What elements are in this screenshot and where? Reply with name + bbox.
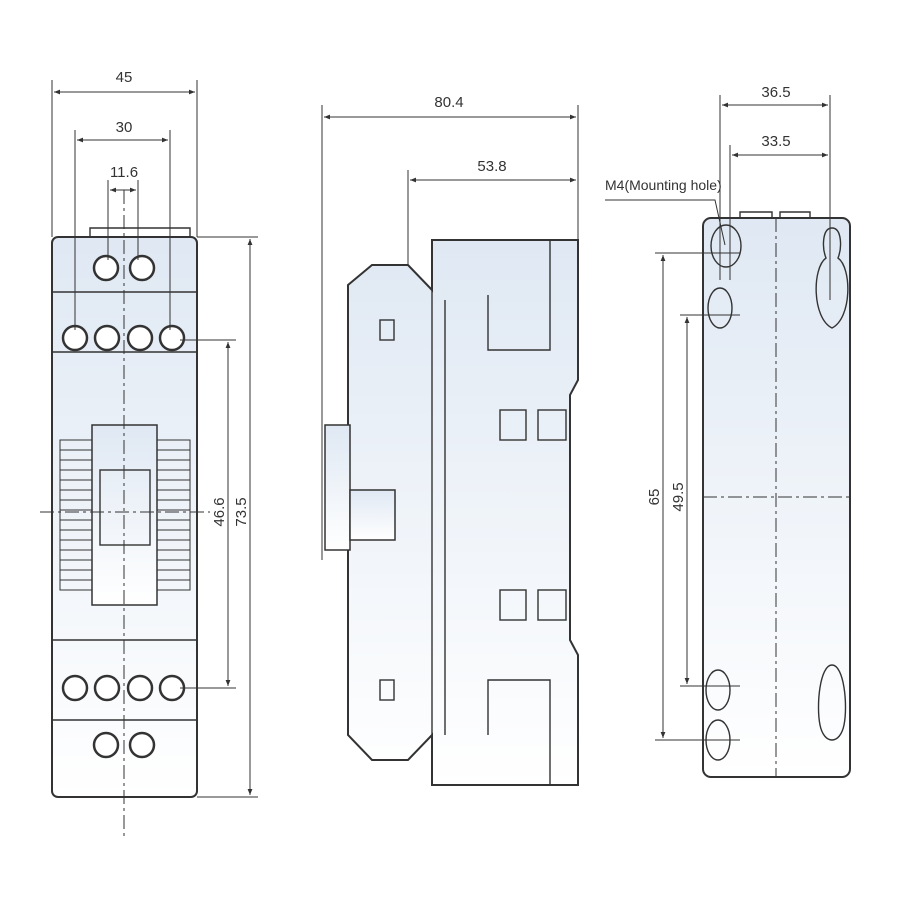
dim-73-5: 73.5 bbox=[233, 497, 250, 526]
dim-36-5: 36.5 bbox=[761, 84, 790, 101]
dim-33-5: 33.5 bbox=[761, 133, 790, 150]
terminal-screws-top bbox=[61, 254, 186, 352]
dim-80-4: 80.4 bbox=[434, 94, 463, 111]
dim-65: 65 bbox=[646, 489, 663, 506]
dim-11-6: 11.6 bbox=[110, 164, 138, 181]
mounting-hole-label: M4(Mounting hole) bbox=[605, 177, 722, 193]
dim-53-8: 53.8 bbox=[477, 158, 506, 175]
dim-49-5: 49.5 bbox=[670, 482, 687, 511]
dim-30: 30 bbox=[116, 119, 133, 136]
dim-45: 45 bbox=[116, 69, 133, 86]
terminal-screws-bottom bbox=[61, 674, 186, 759]
side-view: 80.4 53.8 bbox=[321, 94, 579, 786]
rear-view: 36.5 33.5 M4(Mounting hole) 65 49.5 bbox=[605, 84, 851, 778]
dim-46-6: 46.6 bbox=[211, 497, 228, 526]
front-view: 45 30 11.6 46.6 73.5 bbox=[40, 69, 258, 840]
